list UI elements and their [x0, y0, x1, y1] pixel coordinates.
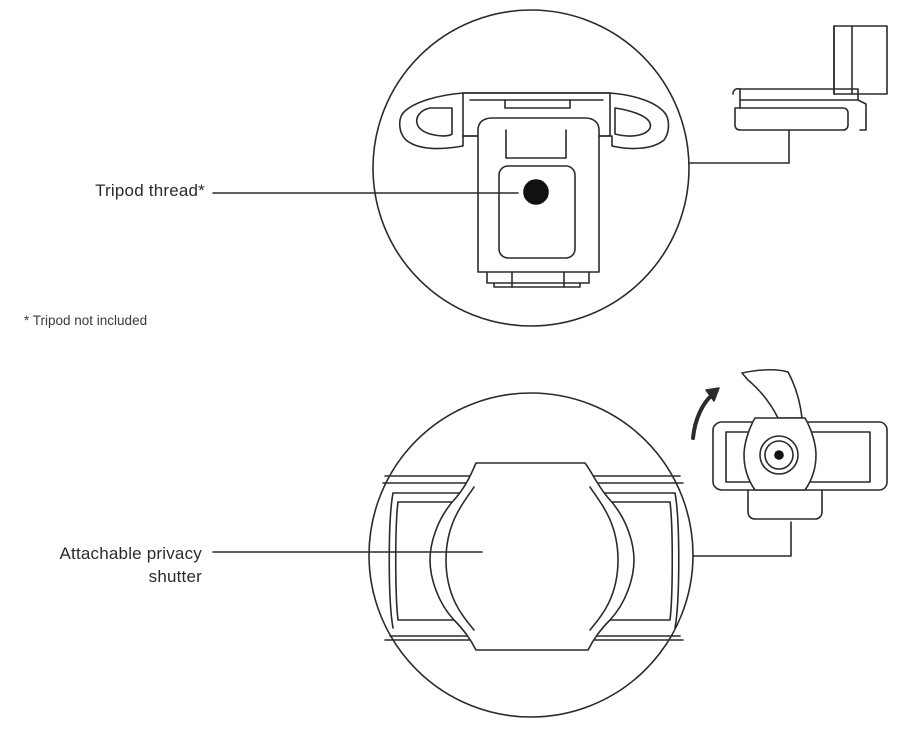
tripod-connector-line [689, 129, 790, 164]
shutter-connector-line [692, 521, 792, 557]
tripod-thread-hole [523, 179, 549, 205]
webcam-mounted-thumbnail [732, 25, 888, 131]
rotate-arrow-icon [691, 387, 720, 440]
webcam-shutter-thumbnail [712, 368, 888, 520]
privacy-shutter-cover [429, 462, 635, 651]
privacy-shutter-callout-line2: shutter [148, 567, 202, 586]
tripod-footnote: * Tripod not included [24, 313, 148, 328]
tripod-thread-plate [498, 165, 576, 259]
privacy-shutter-callout-line1: Attachable privacy [59, 544, 202, 563]
tripod-thread-callout: Tripod thread* [95, 181, 205, 200]
privacy-shutter-callout: Attachable privacy shutter [20, 542, 202, 588]
